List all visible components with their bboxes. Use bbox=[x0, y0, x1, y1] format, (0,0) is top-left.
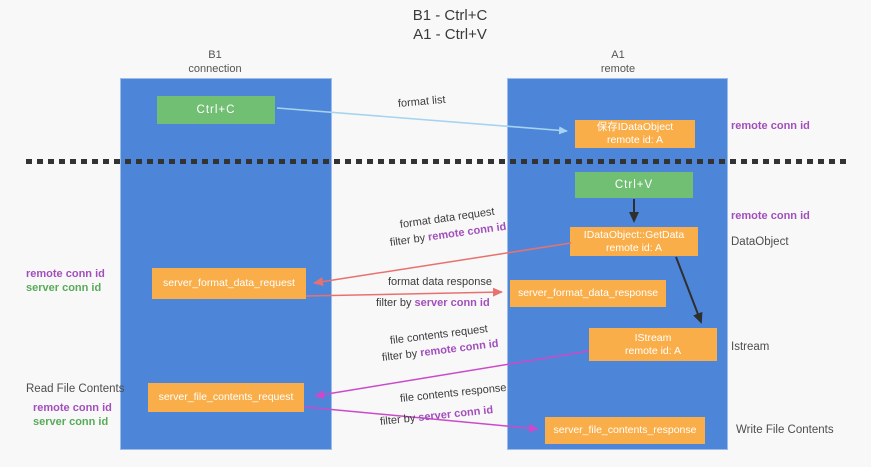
dashed-separator bbox=[26, 159, 846, 164]
file-contents-response-label: file contents response bbox=[399, 381, 508, 405]
server-file-contents-request-label: server_file_contents_request bbox=[158, 391, 294, 403]
filter-prefix: filter by bbox=[379, 412, 419, 428]
lane-b1-title: B1 bbox=[208, 49, 222, 61]
box-server-file-contents-request: server_file_contents_request bbox=[148, 383, 304, 412]
server-conn-id-keyword: server conn id bbox=[414, 297, 490, 309]
box-server-format-data-request: server_format_data_request bbox=[152, 268, 306, 299]
server-conn-id-keyword: server conn id bbox=[417, 404, 494, 424]
box-ctrl-c: Ctrl+C bbox=[157, 96, 275, 124]
left-server-conn-id-bottom: server conn id bbox=[33, 416, 109, 428]
box-istream: IStream remote id: A bbox=[589, 328, 717, 361]
lane-b1-subtitle: connection bbox=[188, 63, 242, 75]
right-remote-conn-id-top: remote conn id bbox=[731, 120, 810, 132]
box-save-idataobject: 保存IDataObject remote id: A bbox=[575, 120, 695, 148]
left-conn-id-block-top: remote conn id server conn id bbox=[26, 267, 105, 295]
right-istream-label: Istream bbox=[731, 341, 770, 353]
box-idataobject-getdata: IDataObject::GetData remote id: A bbox=[570, 227, 698, 256]
title-line-1: B1 - Ctrl+C bbox=[412, 7, 488, 24]
ctrl-v-label: Ctrl+V bbox=[614, 179, 654, 191]
ctrl-c-label: Ctrl+C bbox=[196, 104, 236, 116]
lane-a1-title: A1 bbox=[611, 49, 625, 61]
left-read-file-contents-label: Read File Contents bbox=[26, 383, 125, 395]
server-file-contents-response-label: server_file_contents_response bbox=[553, 424, 697, 436]
left-remote-conn-id-bottom: remote conn id bbox=[33, 402, 112, 414]
save-idataobject-line1: 保存IDataObject bbox=[596, 121, 674, 133]
box-ctrl-v: Ctrl+V bbox=[575, 172, 693, 198]
server-format-data-response-label: server_format_data_response bbox=[517, 287, 659, 299]
format-data-response-arrow bbox=[305, 287, 503, 297]
title-line-2: A1 - Ctrl+V bbox=[413, 26, 487, 43]
save-idataobject-line2: remote id: A bbox=[606, 134, 664, 146]
server-format-data-request-label: server_format_data_request bbox=[163, 277, 295, 289]
filter-by-server-conn-id-label-2: filter by server conn id bbox=[379, 404, 493, 428]
box-server-format-data-response: server_format_data_response bbox=[510, 280, 666, 307]
box-server-file-contents-response: server_file_contents_response bbox=[545, 417, 705, 444]
istream-line1: IStream bbox=[634, 331, 672, 344]
right-remote-conn-id-mid: remote conn id bbox=[731, 210, 810, 222]
left-conn-id-block-bottom: remote conn id server conn id bbox=[33, 401, 112, 429]
filter-prefix: filter by bbox=[381, 347, 421, 364]
istream-line2: remote id: A bbox=[624, 344, 682, 357]
format-data-response-label: format data response bbox=[388, 276, 492, 288]
format-list-label: format list bbox=[397, 93, 447, 110]
diagram-title: B1 - Ctrl+C A1 - Ctrl+V bbox=[330, 6, 570, 44]
right-dataobject-label: DataObject bbox=[731, 236, 789, 248]
lane-header-b1: B1 connection bbox=[155, 48, 275, 76]
getdata-line1: IDataObject::GetData bbox=[583, 228, 685, 241]
filter-prefix: filter by bbox=[376, 297, 415, 309]
left-server-conn-id-top: server conn id bbox=[26, 282, 102, 294]
filter-by-server-conn-id-label-1: filter by server conn id bbox=[376, 297, 490, 309]
filter-prefix: filter by bbox=[389, 231, 429, 249]
right-write-file-contents-label: Write File Contents bbox=[736, 424, 834, 436]
getdata-line2: remote id: A bbox=[605, 241, 663, 254]
left-remote-conn-id-top: remote conn id bbox=[26, 268, 105, 280]
lane-header-a1: A1 remote bbox=[558, 48, 678, 76]
lane-a1-subtitle: remote bbox=[600, 63, 636, 75]
